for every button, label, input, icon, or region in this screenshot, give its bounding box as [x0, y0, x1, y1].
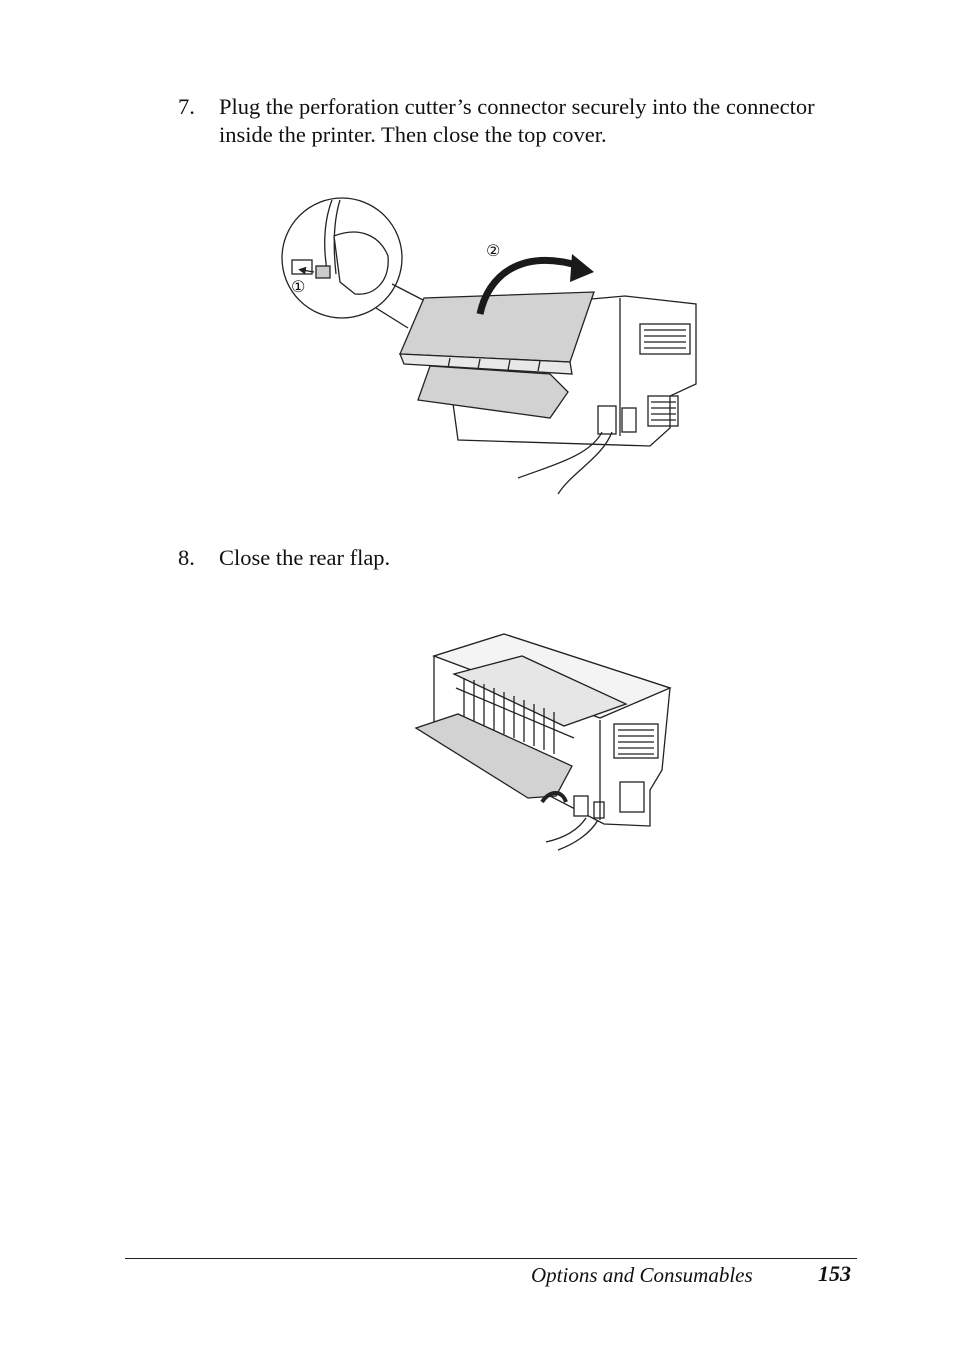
illustration-close-top-cover: ① ②	[281, 197, 697, 495]
step-number: 7.	[178, 94, 195, 119]
footer-rule	[125, 1258, 857, 1259]
page-number: 153	[818, 1261, 851, 1286]
callout-2: ②	[486, 241, 500, 260]
callout-1: ①	[291, 277, 305, 296]
step-number: 8.	[178, 545, 195, 570]
step-text: Plug the perforation cutter’s connector …	[219, 94, 815, 147]
step-text: Close the rear flap.	[219, 545, 391, 570]
illustration-close-rear-flap	[414, 633, 672, 851]
footer-section-title: Options and Consumables	[531, 1263, 753, 1287]
